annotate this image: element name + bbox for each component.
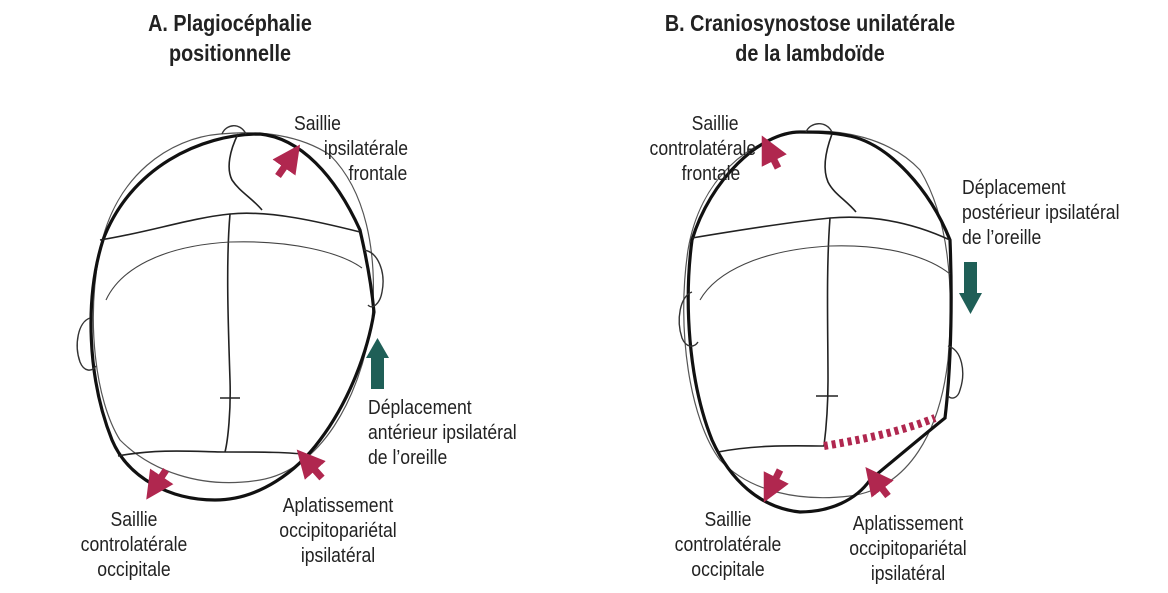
label-line: Saillie xyxy=(55,508,213,533)
label-line: ipsilatéral xyxy=(820,562,996,587)
panel-b-label-flattening: Aplatissement occipitopariétal ipsilatér… xyxy=(820,512,996,587)
panel-a-label-frontal: Saillie ipsilatérale frontale xyxy=(294,112,408,187)
label-line: Saillie xyxy=(294,112,408,137)
label-line: frontale xyxy=(649,162,740,187)
skull-b-lambdoid-suture-open xyxy=(718,446,824,452)
panel-a-label-flattening: Aplatissement occipitopariétal ipsilatér… xyxy=(250,494,426,569)
skull-a-sagittal-suture xyxy=(225,214,230,452)
panel-a-ear-arrow xyxy=(366,338,389,389)
skull-b-outline xyxy=(688,132,951,512)
skull-a-lambdoid-suture xyxy=(118,451,310,456)
label-line: Déplacement xyxy=(368,396,517,421)
label-line: occipitale xyxy=(55,558,213,583)
panel-a-label-occipital: Saillie controlatérale occipitale xyxy=(55,508,213,583)
label-line: Déplacement xyxy=(962,176,1120,201)
label-line: occipitale xyxy=(649,558,807,583)
panel-b-occipital-bulge-arrow xyxy=(770,470,780,490)
skull-a-outline xyxy=(91,134,374,500)
label-line: de l’oreille xyxy=(368,446,517,471)
panel-a-label-ear: Déplacement antérieur ipsilatéral de l’o… xyxy=(368,396,517,471)
label-line: occipitopariétal xyxy=(820,537,996,562)
panel-b-label-occipital: Saillie controlatérale occipitale xyxy=(649,508,807,583)
label-line: Saillie xyxy=(649,508,807,533)
panel-a-occipital-bulge-arrow xyxy=(154,470,166,488)
panel-b-frontal-bulge-arrow xyxy=(768,148,778,168)
label-line: Saillie xyxy=(649,112,738,137)
panel-a-flattening-arrow xyxy=(306,460,322,478)
label-line: postérieur ipsilatéral xyxy=(962,201,1120,226)
panel-a-frontal-bulge-arrow xyxy=(278,156,292,176)
panel-b-label-frontal: Saillie controlatérale frontale xyxy=(649,112,756,187)
label-line: ipsilatérale xyxy=(324,137,408,162)
panel-b-flattening-arrow xyxy=(874,478,888,496)
panel-b-label-ear: Déplacement postérieur ipsilatéral de l’… xyxy=(962,176,1120,251)
label-line: antérieur ipsilatéral xyxy=(368,421,517,446)
label-line: occipitopariétal xyxy=(250,519,426,544)
label-line: controlatérale xyxy=(649,533,807,558)
label-line: Aplatissement xyxy=(250,494,426,519)
skull-b-squamous-suture xyxy=(700,246,950,300)
label-line: ipsilatéral xyxy=(250,544,426,569)
skull-b-sagittal-suture xyxy=(824,218,830,446)
label-line: controlatérale xyxy=(55,533,213,558)
label-line: controlatérale xyxy=(649,137,756,162)
skull-b-coronal-suture xyxy=(692,217,950,240)
skull-a-squamous-suture xyxy=(106,242,362,300)
label-line: frontale xyxy=(349,162,408,187)
skull-b-metopic-suture xyxy=(825,134,856,212)
skull-a-metopic-suture xyxy=(229,134,262,210)
label-line: Aplatissement xyxy=(820,512,996,537)
panel-b-ear-arrow xyxy=(959,262,982,314)
label-line: de l’oreille xyxy=(962,226,1120,251)
